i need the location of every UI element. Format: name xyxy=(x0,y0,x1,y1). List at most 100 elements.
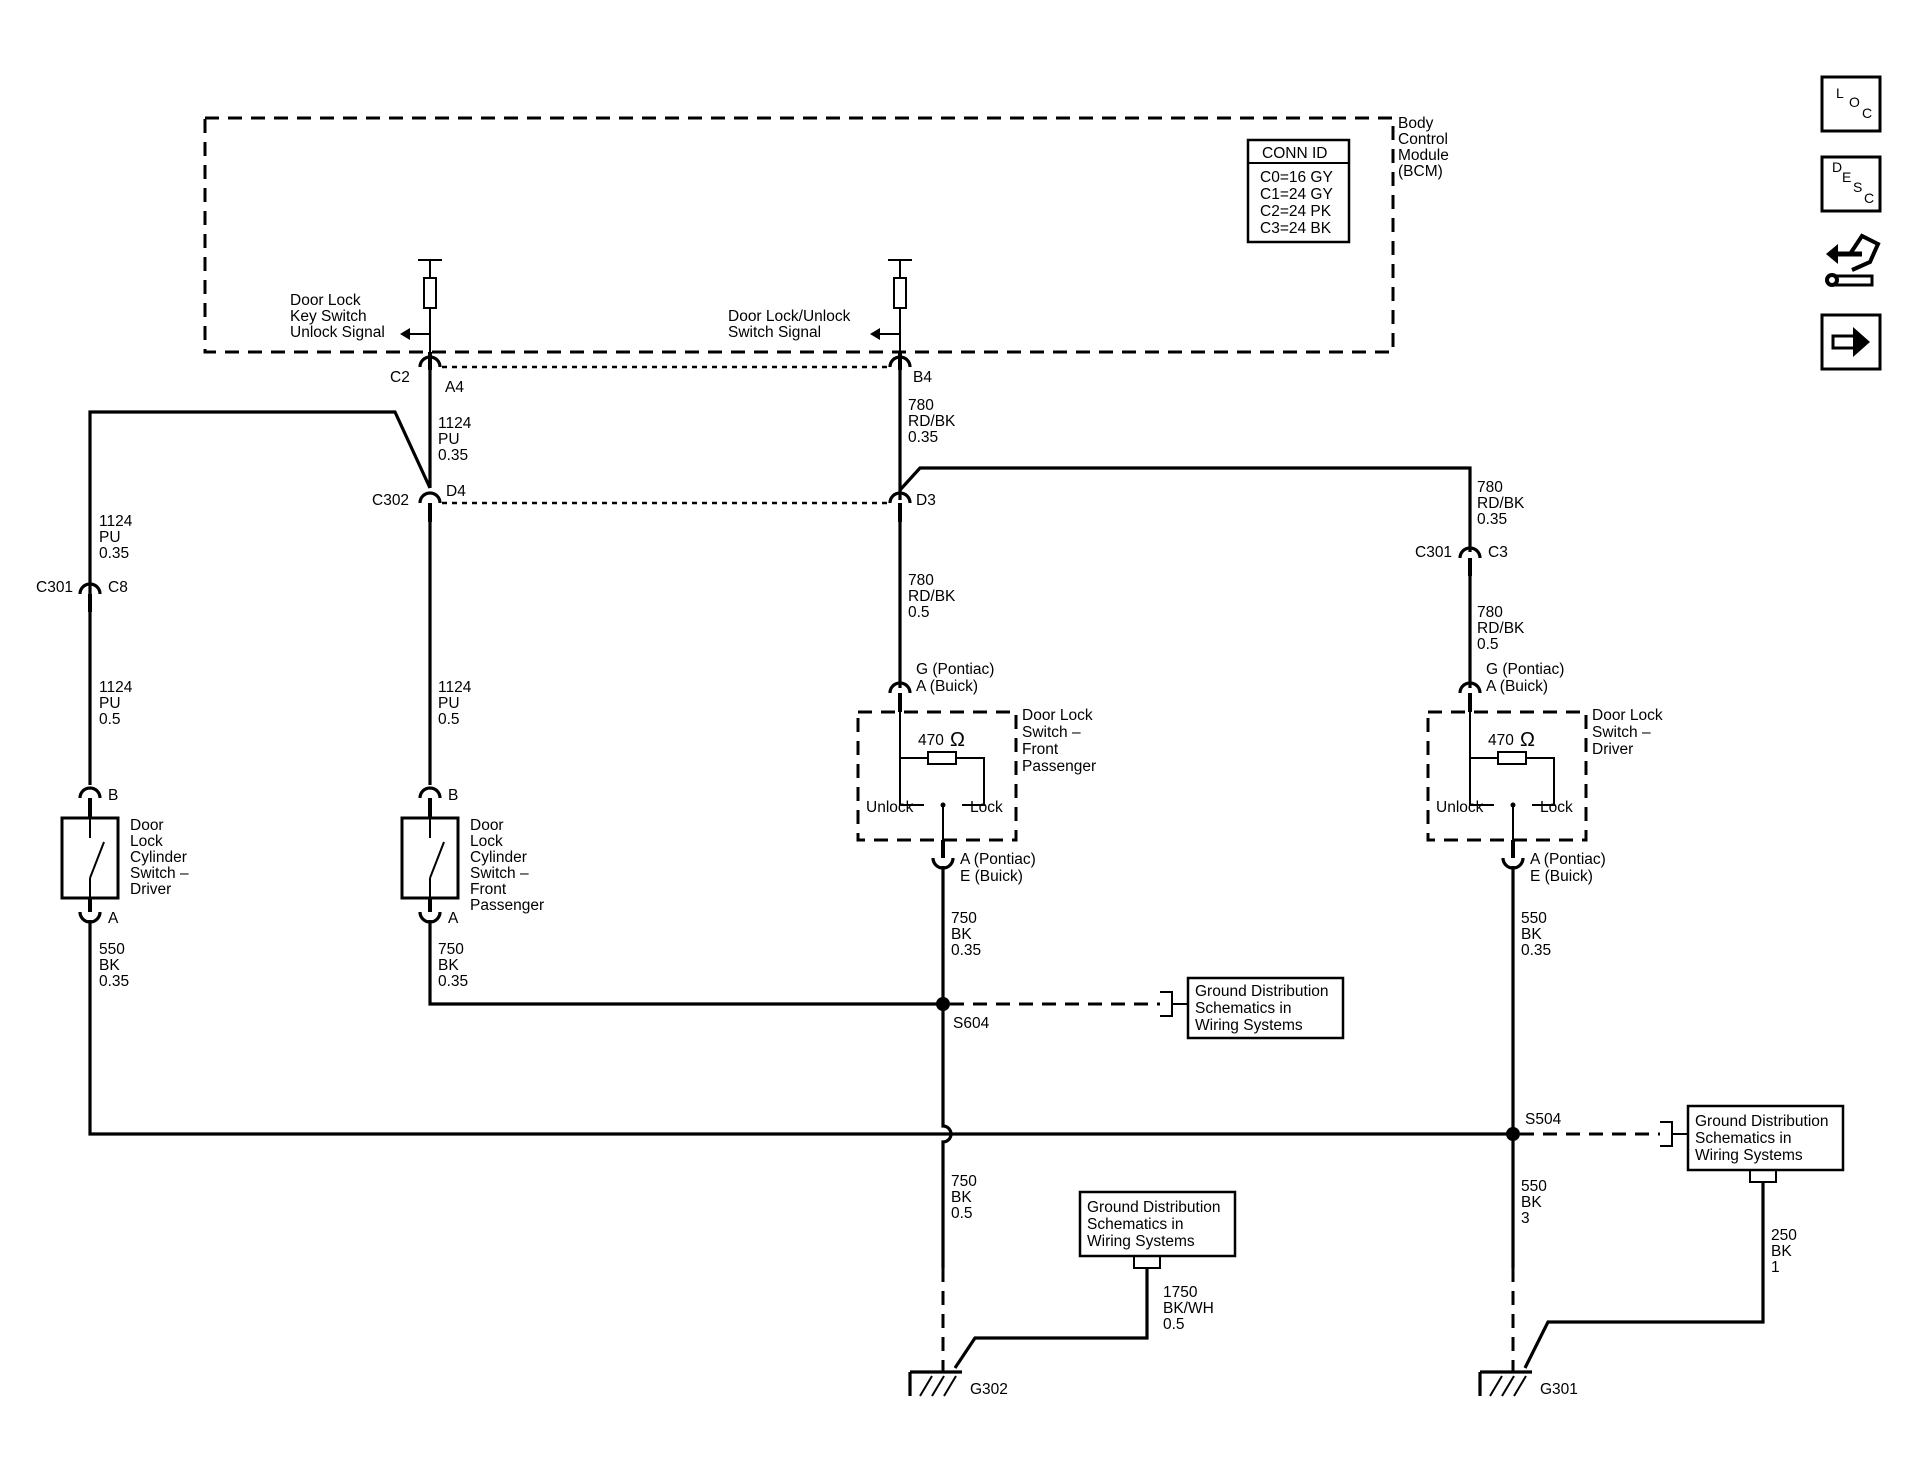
svg-text:BK: BK xyxy=(951,926,972,943)
desc-button[interactable]: D E S C xyxy=(1820,155,1882,213)
svg-text:1124: 1124 xyxy=(438,679,472,696)
svg-text:S: S xyxy=(1853,179,1862,195)
bcm-input-right: Door Lock/Unlock Switch Signal xyxy=(728,259,912,352)
svg-text:PU: PU xyxy=(99,529,121,546)
wire-550-driversw-label: 550 BK 0.35 xyxy=(1521,910,1551,959)
svg-text:Lock: Lock xyxy=(130,833,163,850)
svg-text:550: 550 xyxy=(1521,910,1547,927)
svg-text:BK: BK xyxy=(99,957,120,974)
pin-c3-label: C3 xyxy=(1488,544,1508,561)
connector-c302-label: C302 xyxy=(372,492,409,509)
svg-text:0.35: 0.35 xyxy=(1521,942,1551,959)
svg-text:Driver: Driver xyxy=(130,881,171,898)
svg-text:PU: PU xyxy=(99,695,121,712)
bcm-name-line1: Body xyxy=(1398,115,1434,132)
conn-id-c0: C0=16 GY xyxy=(1260,169,1333,186)
connector-c301-left: C301 C8 xyxy=(36,579,128,612)
svg-text:BK: BK xyxy=(1521,926,1542,943)
svg-text:D: D xyxy=(1832,159,1842,175)
svg-text:1: 1 xyxy=(1771,1259,1780,1276)
ground-ref-box-1: Ground Distribution Schematics in Wiring… xyxy=(1160,976,1345,1040)
svg-text:RD/BK: RD/BK xyxy=(1477,620,1525,637)
svg-text:550: 550 xyxy=(1521,1178,1547,1195)
resistor-passenger-value: 470 xyxy=(918,732,944,749)
loc-button[interactable]: L O C xyxy=(1820,75,1882,133)
wire-250-label: 250 BK 1 xyxy=(1771,1227,1797,1276)
door-lock-switch-passenger: G (Pontiac) A (Buick) 470 Ω Unlock Lock … xyxy=(856,661,1096,885)
splice-s604: S604 xyxy=(936,997,990,1032)
svg-text:Switch –: Switch – xyxy=(1022,724,1081,741)
wire-750-passcyl-label: 750 BK 0.35 xyxy=(438,941,468,990)
cylinder-switch-passenger: B A Door Lock Cylinder Switch – Front Pa… xyxy=(400,786,544,927)
svg-text:A (Buick): A (Buick) xyxy=(916,678,978,695)
pin-a-driver-label: A xyxy=(108,910,119,927)
svg-text:Schematics in: Schematics in xyxy=(1195,1000,1291,1017)
pin-b-driver-label: B xyxy=(108,787,118,804)
body-control-module: Body Control Module (BCM) CONN ID C0=16 … xyxy=(203,115,1449,354)
svg-text:Wiring Systems: Wiring Systems xyxy=(1087,1233,1195,1250)
svg-text:0.35: 0.35 xyxy=(438,973,468,990)
pin-b4-label: B4 xyxy=(913,369,932,386)
svg-text:0.35: 0.35 xyxy=(951,942,981,959)
svg-text:Ground Distribution: Ground Distribution xyxy=(1087,1199,1221,1216)
svg-text:A (Buick): A (Buick) xyxy=(1486,678,1548,695)
svg-text:A (Pontiac): A (Pontiac) xyxy=(960,851,1036,868)
next-button[interactable] xyxy=(1820,313,1882,371)
svg-text:Unlock: Unlock xyxy=(1436,799,1484,816)
connector-c301-right: C301 C3 xyxy=(1415,544,1508,576)
wire-1124-top-label: 1124 PU 0.35 xyxy=(438,415,472,464)
svg-text:S504: S504 xyxy=(1525,1111,1562,1128)
svg-text:Door Lock: Door Lock xyxy=(1022,707,1093,724)
wire-1124-left-label: 1124 PU 0.35 xyxy=(99,513,133,562)
svg-text:Wiring Systems: Wiring Systems xyxy=(1695,1147,1803,1164)
svg-text:Lock: Lock xyxy=(1540,799,1573,816)
svg-text:0.35: 0.35 xyxy=(1477,511,1507,528)
svg-text:0.35: 0.35 xyxy=(99,545,129,562)
svg-text:Wiring Systems: Wiring Systems xyxy=(1195,1017,1303,1034)
svg-text:780: 780 xyxy=(1477,604,1503,621)
svg-text:0.5: 0.5 xyxy=(1163,1316,1185,1333)
pin-c8-label: C8 xyxy=(108,579,128,596)
svg-text:Passenger: Passenger xyxy=(1022,758,1096,775)
svg-text:Switch –: Switch – xyxy=(1592,724,1651,741)
svg-text:Driver: Driver xyxy=(1592,741,1633,758)
pin-a-pass-label: A xyxy=(448,910,459,927)
resistor-driver-value: 470 xyxy=(1488,732,1514,749)
svg-text:0.5: 0.5 xyxy=(438,711,460,728)
svg-text:0.5: 0.5 xyxy=(908,604,930,621)
svg-text:Schematics in: Schematics in xyxy=(1087,1216,1183,1233)
svg-text:C: C xyxy=(1862,105,1872,121)
wire-550-lower-label: 550 BK 3 xyxy=(1521,1178,1547,1227)
svg-text:L: L xyxy=(1836,85,1844,101)
wire-780-right-top-label: 780 RD/BK 0.35 xyxy=(1477,479,1525,528)
svg-text:250: 250 xyxy=(1771,1227,1797,1244)
svg-text:Cylinder: Cylinder xyxy=(130,849,187,866)
svg-text:Ground Distribution: Ground Distribution xyxy=(1195,983,1329,1000)
conn-id-c2: C2=24 PK xyxy=(1260,203,1332,220)
svg-text:BK: BK xyxy=(951,1189,972,1206)
signal-right-line2: Switch Signal xyxy=(728,324,821,341)
svg-text:0.5: 0.5 xyxy=(99,711,121,728)
svg-text:E (Buick): E (Buick) xyxy=(960,868,1023,885)
svg-text:Front: Front xyxy=(1022,741,1059,758)
svg-text:0.35: 0.35 xyxy=(908,429,938,446)
svg-text:Lock: Lock xyxy=(470,833,503,850)
svg-text:RD/BK: RD/BK xyxy=(1477,495,1525,512)
svg-text:Lock: Lock xyxy=(970,799,1003,816)
svg-text:O: O xyxy=(1849,94,1860,110)
bcm-name-line4: (BCM) xyxy=(1398,163,1443,180)
svg-text:BK: BK xyxy=(1771,1243,1792,1260)
svg-text:1124: 1124 xyxy=(438,415,472,432)
connector-repair-button[interactable] xyxy=(1825,233,1881,287)
signal-left-line3: Unlock Signal xyxy=(290,324,385,341)
svg-text:Ground Distribution: Ground Distribution xyxy=(1695,1113,1829,1130)
connector-c301-right-label: C301 xyxy=(1415,544,1452,561)
connector-c2: C2 A4 B4 xyxy=(390,352,932,396)
ground-ref-box-3: Ground Distribution Schematics in Wiring… xyxy=(1523,1104,1845,1369)
svg-text:0.35: 0.35 xyxy=(99,973,129,990)
svg-text:550: 550 xyxy=(99,941,125,958)
svg-text:G (Pontiac): G (Pontiac) xyxy=(1486,661,1564,678)
wire-780-top-label: 780 RD/BK 0.35 xyxy=(908,397,956,446)
bcm-input-left: Door Lock Key Switch Unlock Signal xyxy=(290,259,442,352)
bcm-name-line2: Control xyxy=(1398,131,1448,148)
